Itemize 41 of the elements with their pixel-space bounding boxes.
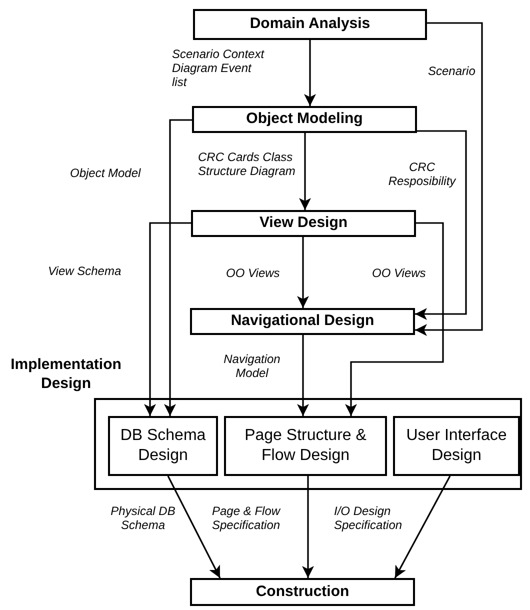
- arrow: [345, 222, 444, 416]
- process-box: [191, 210, 416, 237]
- arrow: [297, 237, 309, 308]
- process-box: [190, 578, 415, 606]
- process-box: [192, 106, 417, 133]
- arrow: [415, 130, 467, 320]
- arrow: [297, 335, 309, 416]
- edge-label: Physical DB Schema: [110, 504, 176, 532]
- arrow: [415, 22, 483, 336]
- box-title: Page Structure & Flow Design: [244, 426, 368, 466]
- edge-label: Object Model: [70, 166, 142, 180]
- arrow: [304, 40, 316, 106]
- box-title: Object Modeling: [245, 109, 364, 130]
- box-title: Navigational Design: [230, 311, 376, 332]
- edge-label: Navigation Model: [222, 352, 282, 380]
- edge-label: I/O Design Specification: [334, 504, 404, 532]
- edge-label: Scenario: [428, 64, 476, 78]
- edge-label: OO Views: [372, 266, 427, 280]
- arrow: [302, 476, 314, 578]
- arrow: [299, 133, 311, 210]
- edge-label: OO Views: [226, 266, 281, 280]
- process-box: [393, 416, 520, 476]
- edge-label: Page & Flow Specification: [212, 504, 282, 532]
- process-box: [224, 416, 387, 476]
- arrow: [167, 476, 221, 578]
- box-title: Construction: [254, 582, 350, 602]
- arrow: [394, 476, 451, 578]
- box-title: Domain Analysis: [248, 14, 372, 34]
- arrow: [164, 119, 192, 416]
- process-box: [193, 9, 427, 40]
- edge-label: CRC Cards Class Structure Diagram: [198, 150, 296, 178]
- group-heading: Implementation Design: [10, 356, 122, 394]
- arrow: [144, 222, 191, 416]
- box-title: User Interface Design: [405, 426, 508, 466]
- box-title: DB Schema Design: [119, 426, 207, 466]
- edge-label: View Schema: [48, 264, 122, 278]
- process-box: [190, 308, 415, 335]
- edge-label: CRC Resposibility: [387, 160, 458, 188]
- process-box: [108, 416, 218, 476]
- edge-label: Scenario Context Diagram Event list: [172, 47, 266, 89]
- box-title: View Design: [258, 213, 349, 234]
